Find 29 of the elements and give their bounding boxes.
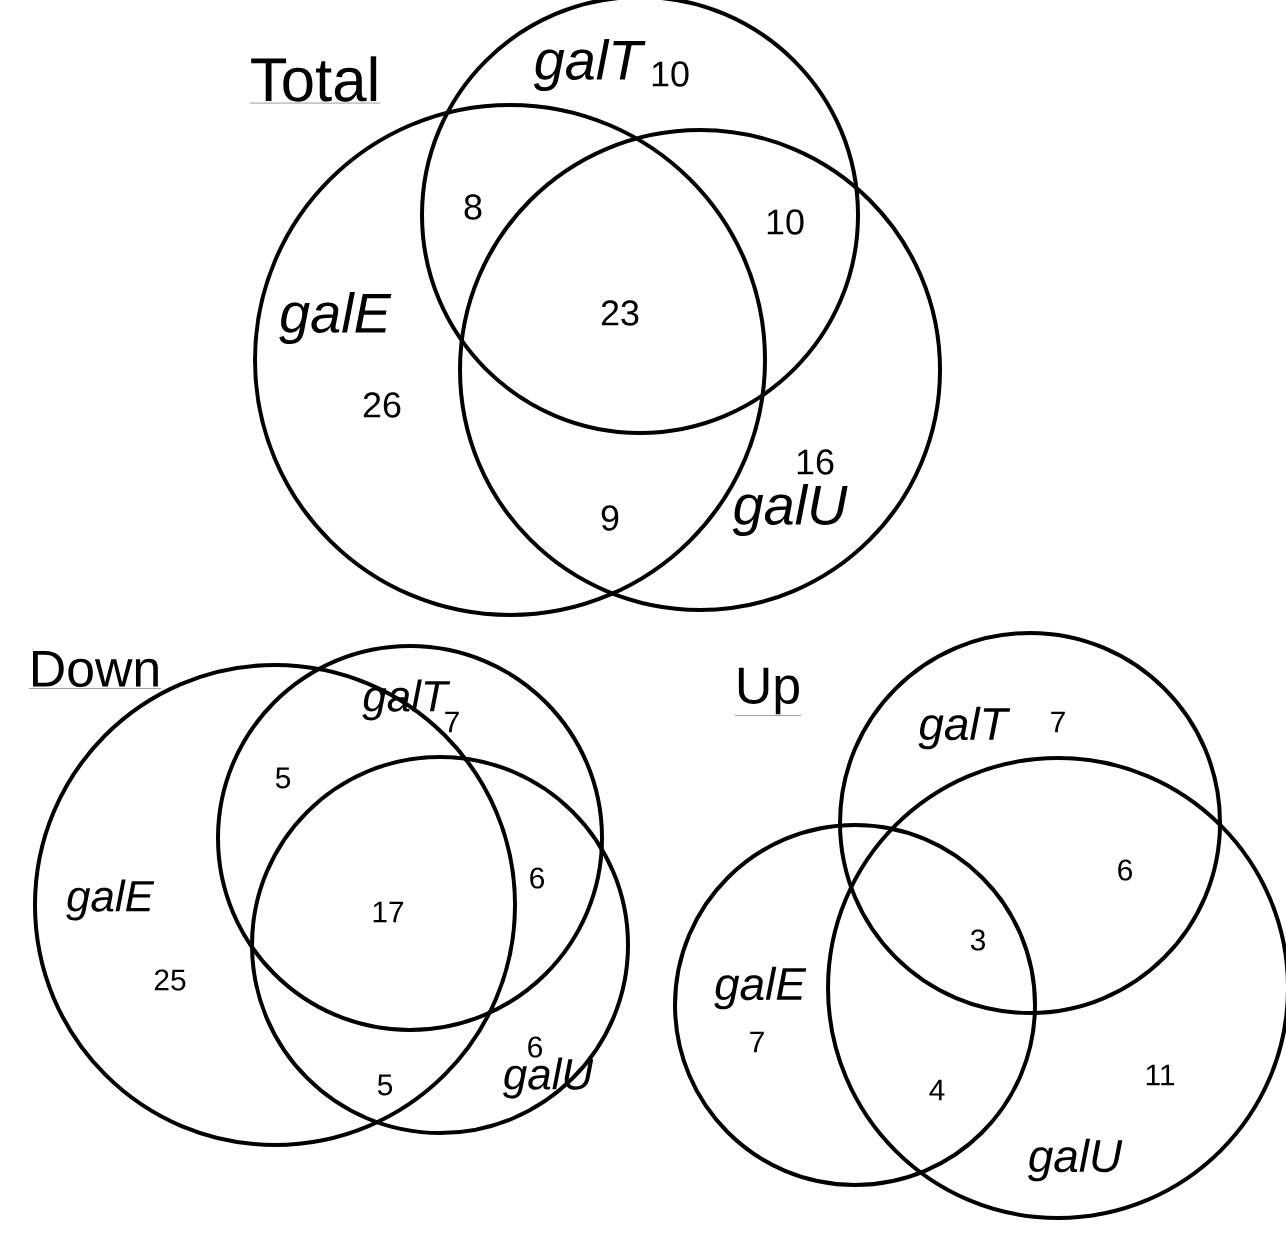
gene-label: galT (918, 706, 1011, 750)
count-label: 4 (929, 1079, 945, 1101)
panel-title: Down (28, 650, 162, 689)
count-label: 25 (154, 969, 186, 991)
count-label: 7 (1051, 711, 1065, 733)
gene-label: galE (279, 292, 392, 344)
count-label: 8 (464, 194, 482, 220)
count-label: 6 (530, 867, 544, 889)
count-label: 6 (528, 1036, 542, 1058)
gene-label: galE (714, 966, 807, 1010)
count-label: 5 (377, 1074, 393, 1096)
count-label: 16 (797, 449, 834, 475)
count-label: 7 (750, 1031, 764, 1053)
gene-label: galU (732, 484, 848, 536)
panel-title: Total (249, 56, 381, 104)
gene-label: galE (66, 879, 155, 921)
count-label: 17 (373, 901, 404, 923)
count-label: 6 (1118, 859, 1132, 881)
gene-label: galU (1028, 1138, 1123, 1182)
count-label: 9 (601, 505, 619, 531)
count-label: 3 (970, 929, 985, 951)
count-label: 11 (1146, 1064, 1175, 1086)
gene-label: galT (533, 38, 646, 91)
count-label: 5 (275, 767, 291, 789)
count-label: 23 (601, 300, 639, 326)
count-label: 10 (652, 61, 689, 87)
panel-title: Up (734, 667, 802, 716)
count-label: 26 (363, 392, 401, 418)
count-label: 10 (767, 209, 804, 235)
